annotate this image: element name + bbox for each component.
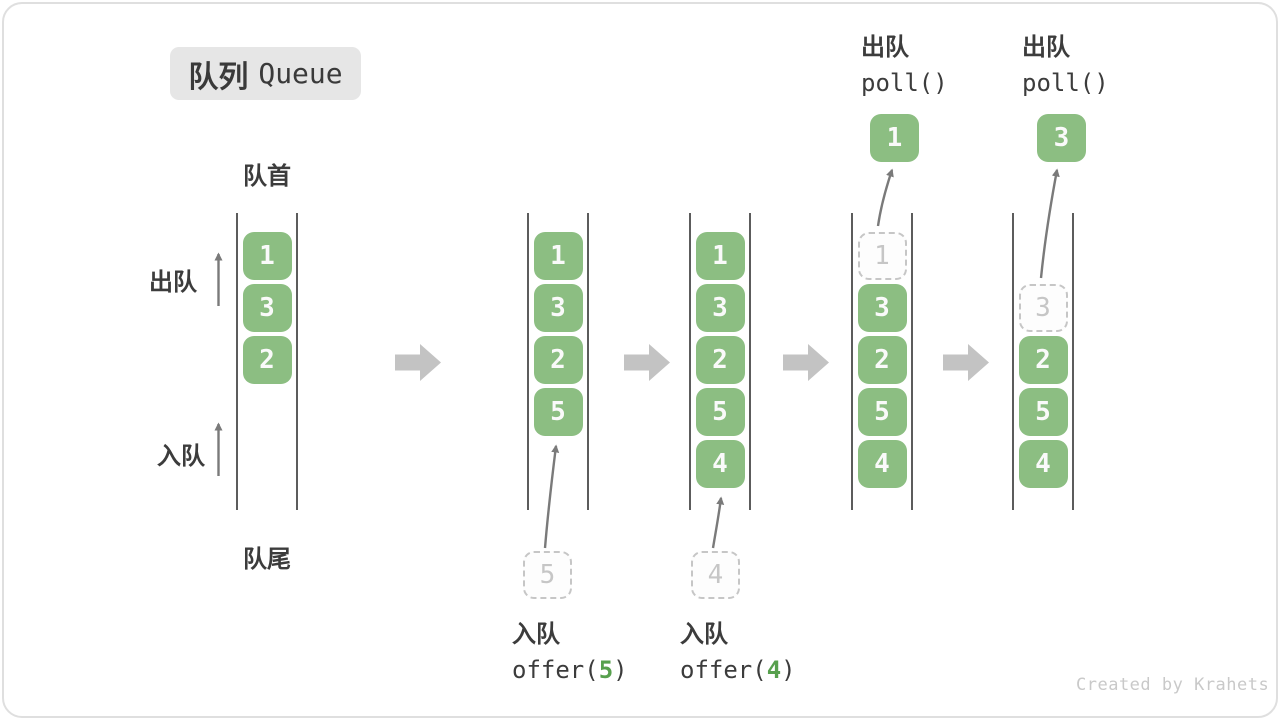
title-badge: 队列 Queue	[170, 47, 361, 100]
queue-cell: 2	[242, 336, 292, 384]
queue-cell: 2	[857, 336, 907, 384]
queue-cell: 2	[695, 336, 745, 384]
label-queue-rear: 队尾	[243, 546, 291, 573]
ghost-dequeued-cell: 3	[1018, 284, 1068, 332]
queue-cell: 5	[695, 388, 745, 436]
label-enqueue-side: 入队	[157, 443, 205, 470]
label-dequeue-side: 出队	[149, 269, 197, 296]
op-code: poll()	[861, 69, 948, 97]
queue-wall-right	[911, 213, 913, 510]
queue-wall-right	[749, 213, 751, 510]
queue-cell: 2	[533, 336, 583, 384]
queue-wall-left	[689, 213, 691, 510]
op-code-post: )	[781, 656, 796, 684]
queue-wall-right	[296, 213, 298, 510]
op-code-pre: offer(	[680, 656, 767, 684]
queue-wall-left	[527, 213, 529, 510]
op-label: 入队	[512, 621, 560, 648]
queue-cell: 5	[533, 388, 583, 436]
queue-cell: 3	[857, 284, 907, 332]
op-label: 出队	[1022, 34, 1070, 61]
queue-cell: 4	[695, 440, 745, 488]
queue-wall-right	[587, 213, 589, 510]
queue-wall-left	[851, 213, 853, 510]
op-code: offer(4)	[680, 656, 796, 684]
queue-cell: 1	[533, 232, 583, 280]
queue-cell: 4	[857, 440, 907, 488]
op-code-post: )	[613, 656, 628, 684]
queue-cell: 4	[1018, 440, 1068, 488]
queue-cell: 5	[1018, 388, 1068, 436]
title-english: Queue	[258, 57, 343, 90]
op-dequeue-1: 出队 poll()	[861, 27, 948, 97]
queue-wall-right	[1072, 213, 1074, 510]
pending-enqueue-cell: 5	[523, 551, 572, 599]
watermark: Created by Krahets	[1076, 675, 1270, 695]
op-enqueue-4: 入队 offer(4)	[680, 614, 796, 684]
op-enqueue-5: 入队 offer(5)	[512, 614, 628, 684]
queue-cell: 5	[857, 388, 907, 436]
queue-cell: 3	[695, 284, 745, 332]
pending-enqueue-cell: 4	[691, 551, 740, 599]
op-label: 入队	[680, 621, 728, 648]
removed-cell: 3	[1037, 114, 1086, 162]
label-queue-front: 队首	[243, 163, 291, 190]
op-code: poll()	[1022, 69, 1109, 97]
op-code-pre: offer(	[512, 656, 599, 684]
removed-cell: 1	[870, 114, 919, 162]
op-code-arg: 5	[598, 656, 614, 684]
op-label: 出队	[861, 34, 909, 61]
queue-wall-left	[1012, 213, 1014, 510]
queue-cell: 1	[242, 232, 292, 280]
queue-cell: 3	[533, 284, 583, 332]
op-dequeue-3: 出队 poll()	[1022, 27, 1109, 97]
queue-wall-left	[236, 213, 238, 510]
ghost-dequeued-cell: 1	[857, 232, 907, 280]
queue-cell: 3	[242, 284, 292, 332]
op-code: offer(5)	[512, 656, 628, 684]
op-code-arg: 4	[766, 656, 782, 684]
queue-cell: 2	[1018, 336, 1068, 384]
queue-cell: 1	[695, 232, 745, 280]
title-chinese: 队列	[188, 60, 249, 94]
